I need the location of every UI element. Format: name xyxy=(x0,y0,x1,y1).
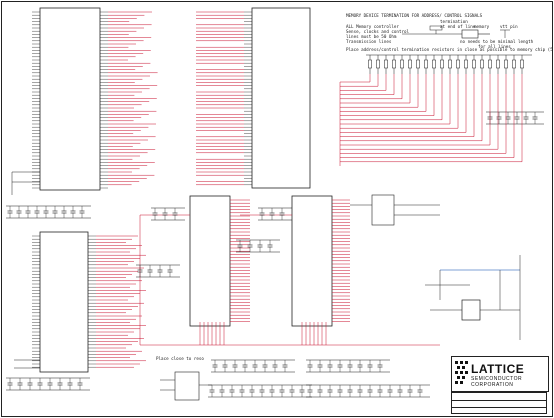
resistor xyxy=(472,59,476,69)
note-controller: ALL Memory controller xyxy=(346,24,399,29)
fpga-bank-center xyxy=(244,7,311,189)
fpga-bank-lower xyxy=(32,231,96,373)
resistor xyxy=(456,59,460,69)
resistor xyxy=(400,59,404,69)
note-termination: termination xyxy=(440,19,468,24)
note-place-close: Place close to reso xyxy=(156,356,204,361)
resistor xyxy=(408,59,412,69)
title-block-divider xyxy=(452,400,546,401)
note-sense: Sense, clocks and control xyxy=(346,29,410,34)
termination-resistor-array xyxy=(366,54,532,74)
resistor xyxy=(440,59,444,69)
resistor xyxy=(392,59,396,69)
resistor xyxy=(504,59,508,69)
note-lines-ohm: lines must be 50 Ohm xyxy=(346,34,397,39)
note-place-resistors: Place address/control termination resist… xyxy=(346,47,553,52)
resistor xyxy=(424,59,428,69)
resistor xyxy=(432,59,436,69)
resistor xyxy=(496,59,500,69)
note-memory: memory xyxy=(474,24,490,29)
small-ic-right-top xyxy=(350,194,440,226)
note-all-lines: for all lines xyxy=(478,44,511,49)
left-side-wires xyxy=(11,171,40,369)
ddr-nets-center xyxy=(196,11,244,186)
resistor xyxy=(416,59,420,69)
resistor xyxy=(376,59,380,69)
memory-chip-2 xyxy=(291,195,333,327)
lattice-logo-icon xyxy=(455,361,468,384)
title-block-divider xyxy=(452,407,546,408)
note-transmission: Transmission lines xyxy=(346,39,392,44)
address-bus-right xyxy=(339,74,523,166)
termination-symbol xyxy=(402,25,510,39)
fpga-bank-upper xyxy=(32,7,108,191)
note-termination-header: MEMORY DEVICE TERMINATION FOR ADDRESS/ C… xyxy=(346,13,483,18)
note-vtt: vtt pin xyxy=(500,24,518,29)
logo-name: LATTICE xyxy=(471,362,525,376)
note-minimal-length: no needs to be minimal length xyxy=(460,39,534,44)
resistor xyxy=(384,59,388,69)
title-block xyxy=(451,392,547,414)
resistor xyxy=(464,59,468,69)
clock-mux xyxy=(160,371,212,401)
ddr-nets-lower xyxy=(96,235,146,368)
resistor xyxy=(480,59,484,69)
resistor xyxy=(448,59,452,69)
regulator-block xyxy=(425,255,521,340)
note-end-of-line: at end of line xyxy=(440,24,476,29)
ddr-nets-memory xyxy=(139,199,440,346)
resistor xyxy=(512,59,516,69)
resistor xyxy=(368,59,372,69)
resistor xyxy=(520,59,524,69)
logo-subtitle: SEMICONDUCTOR CORPORATION xyxy=(471,376,523,388)
ddr-nets-upper xyxy=(108,11,158,186)
resistor xyxy=(488,59,492,69)
decoupling-capacitors xyxy=(6,111,544,398)
memory-chip-1 xyxy=(189,195,231,327)
